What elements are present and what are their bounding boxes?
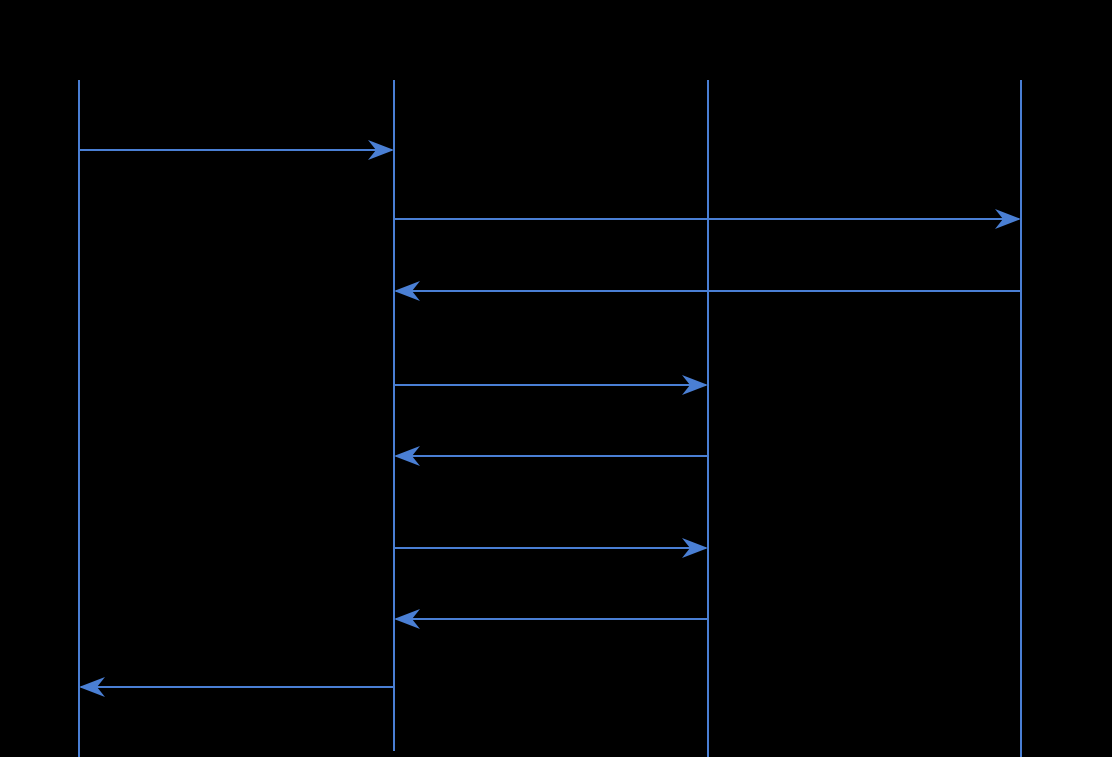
message-6: [394, 538, 708, 558]
message-6-arrowhead: [682, 538, 708, 558]
message-8-arrowhead: [79, 677, 105, 697]
message-8: [79, 677, 394, 697]
message-1-arrowhead: [368, 140, 394, 160]
message-4: [394, 375, 708, 395]
message-5: [394, 446, 708, 466]
message-2: [394, 209, 1021, 229]
lifelines-group: [78, 80, 1022, 757]
message-3-arrowhead: [394, 281, 420, 301]
message-4-arrowhead: [682, 375, 708, 395]
message-2-arrowhead: [995, 209, 1021, 229]
message-3: [394, 281, 1021, 301]
message-1: [79, 140, 394, 160]
message-7-arrowhead: [394, 609, 420, 629]
message-7: [394, 609, 708, 629]
message-5-arrowhead: [394, 446, 420, 466]
